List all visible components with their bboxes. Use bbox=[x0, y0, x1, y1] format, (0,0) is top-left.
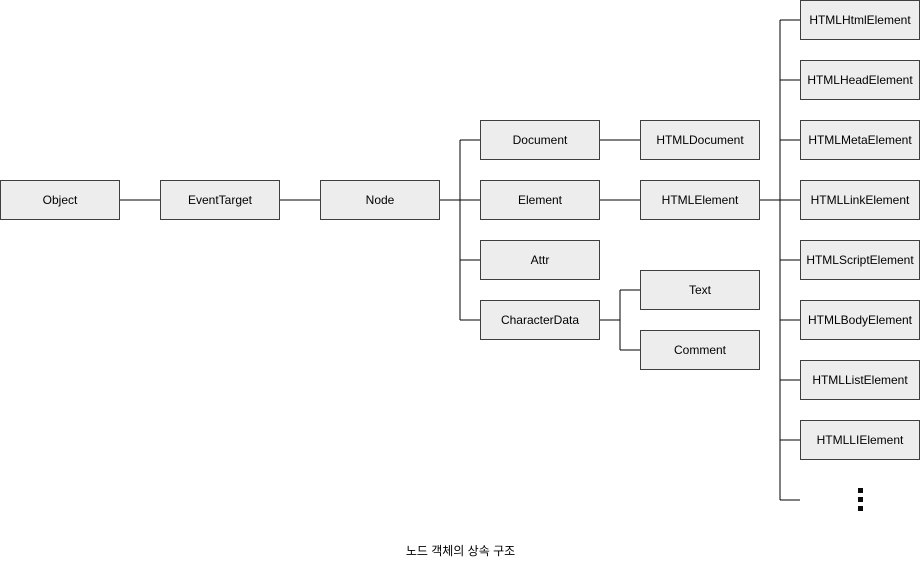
node-box-object: Object bbox=[0, 180, 120, 220]
node-box-html-link-element: HTMLLinkElement bbox=[800, 180, 920, 220]
node-box-html-html-element: HTMLHtmlElement bbox=[800, 0, 920, 40]
node-box-character-data: CharacterData bbox=[480, 300, 600, 340]
diagram-caption: 노드 객체의 상속 구조 bbox=[405, 544, 516, 558]
node-box-html-body-element: HTMLBodyElement bbox=[800, 300, 920, 340]
node-box-document: Document bbox=[480, 120, 600, 160]
node-box-html-meta-element: HTMLMetaElement bbox=[800, 120, 920, 160]
more-elements-ellipsis-icon bbox=[857, 488, 863, 511]
node-box-html-li-element: HTMLLIElement bbox=[800, 420, 920, 460]
node-box-attr: Attr bbox=[480, 240, 600, 280]
ellipsis-dot bbox=[857, 497, 863, 502]
node-box-html-head-element: HTMLHeadElement bbox=[800, 60, 920, 100]
node-box-element: Element bbox=[480, 180, 600, 220]
node-box-event-target: EventTarget bbox=[160, 180, 280, 220]
node-box-html-script-element: HTMLScriptElement bbox=[800, 240, 920, 280]
ellipsis-dot bbox=[857, 506, 863, 511]
node-box-node: Node bbox=[320, 180, 440, 220]
node-box-html-document: HTMLDocument bbox=[640, 120, 760, 160]
node-box-comment: Comment bbox=[640, 330, 760, 370]
node-box-html-element: HTMLElement bbox=[640, 180, 760, 220]
node-box-text: Text bbox=[640, 270, 760, 310]
ellipsis-dot bbox=[857, 488, 863, 493]
node-box-html-list-element: HTMLListElement bbox=[800, 360, 920, 400]
